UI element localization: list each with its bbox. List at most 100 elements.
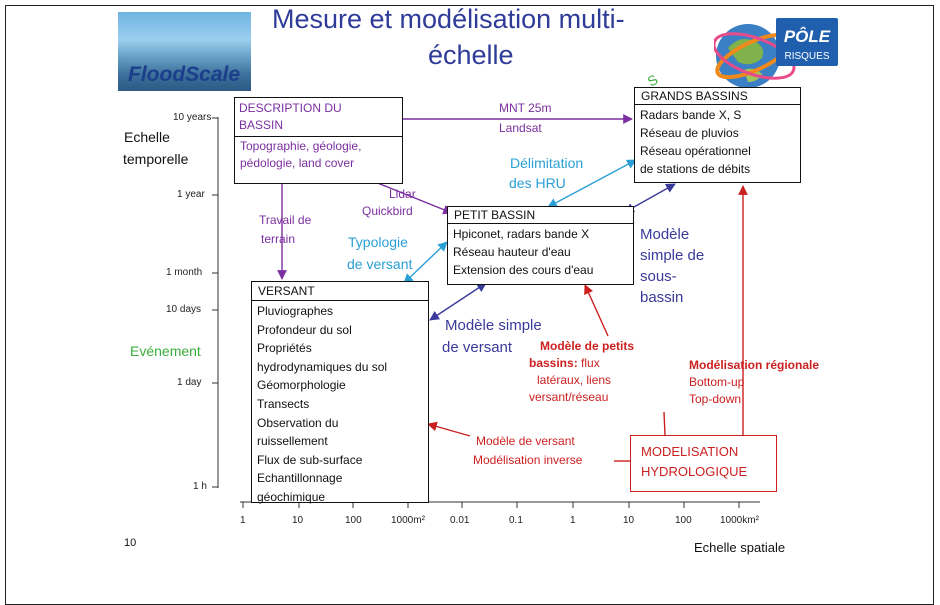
versant-body-line: Observation du: [257, 415, 339, 430]
box-description-bassin: DESCRIPTION DU BASSIN Topographie, géolo…: [234, 97, 403, 184]
label-petits-rest2: latéraux, liens: [537, 373, 612, 387]
y-tick-4: 1 day: [177, 377, 202, 388]
versant-body-line: ruissellement: [257, 434, 328, 449]
versant-body-line: Propriétés: [257, 341, 312, 356]
box-grands-bassins: GRANDS BASSINS Radars bande X, S Réseau …: [634, 87, 801, 183]
versant-body-line: Profondeur du sol: [257, 322, 352, 337]
pole-risques-logo: PÔLE RISQUES: [712, 10, 846, 100]
arrow-red-to-petit: [584, 284, 609, 337]
x-tick-8: 100: [675, 515, 692, 526]
versant-body-line: géochimique: [257, 489, 326, 504]
label-typologie-line2: de versant: [347, 256, 413, 272]
y-tick-1: 1 year: [177, 189, 205, 200]
label-msb-line: bassin: [640, 289, 684, 306]
x-tick-7: 10: [623, 515, 635, 526]
label-msb-line: Modèle: [640, 226, 690, 243]
y-tick-3: 10 days: [166, 304, 202, 315]
x-tick-9: 1000km²: [720, 515, 759, 526]
label-regional-line3: Top-down: [689, 392, 742, 406]
label-modele-versant: Modèle de versant: [476, 434, 575, 448]
modelisation-line1: MODELISATION: [641, 444, 739, 459]
x-tick-0: 1: [240, 515, 246, 526]
grands-body-line: de stations de débits: [640, 162, 751, 176]
versant-body-line: hydrodynamiques du sol: [257, 359, 388, 374]
petit-body: Hpiconet, radars bande X Réseau hauteur …: [448, 224, 633, 280]
label-modele-petits-bassins: Modèle de petits bassins: flux latéraux,…: [529, 338, 635, 406]
event-label: Evénement: [130, 343, 201, 359]
arrow-red-from-modelisation: [663, 411, 666, 436]
arrow-red-to-versant: [427, 421, 471, 437]
x-tick-6: 1: [570, 515, 576, 526]
arrow-petit-grands-blue: [547, 159, 637, 208]
label-petits-bold1: Modèle de petits: [540, 339, 635, 353]
label-landsat: Landsat: [499, 121, 542, 135]
label-msb-line: simple de: [640, 247, 705, 264]
versant-body-line: Transects: [257, 396, 310, 411]
arrow-petit-versant-blue: [403, 241, 448, 284]
x-tick-2: 100: [345, 515, 362, 526]
box-modelisation-hydrologique: MODELISATION HYDROLOGIQUE: [630, 435, 777, 492]
label-lidar: Lidar: [389, 187, 416, 201]
description-body-line: pédologie, land cover: [240, 156, 355, 170]
page-number: 10: [124, 537, 137, 549]
label-petits-bold2: bassins:: [529, 356, 578, 370]
petit-body-line: Hpiconet, radars bande X: [453, 227, 590, 241]
label-msb-line: sous-: [640, 268, 677, 285]
versant-body-line: Pluviographes: [257, 304, 334, 318]
box-versant: VERSANT Pluviographes Profondeur du sol …: [251, 281, 429, 504]
label-typologie-line1: Typologie: [348, 234, 408, 250]
description-header-line2: BASSIN: [239, 118, 284, 132]
y-axis: [212, 117, 219, 488]
box-petit-bassin: PETIT BASSIN Hpiconet, radars bande X Ré…: [447, 206, 634, 285]
pole-logo-subtext: RISQUES: [784, 51, 829, 62]
floodscale-logo: FloodScale: [118, 12, 251, 91]
label-petits-rest1: flux: [577, 356, 600, 370]
floodscale-logo-text: FloodScale: [128, 63, 241, 86]
label-modele-sous-bassin: Modèle simple de sous- bassin: [640, 224, 704, 308]
grands-body-line: Radars bande X, S: [640, 108, 742, 122]
description-header: DESCRIPTION DU BASSIN: [235, 98, 402, 137]
label-modelisation-regionale: Modélisation régionale Bottom-up Top-dow…: [689, 357, 819, 408]
label-modele-simple-versant-line2: de versant: [442, 339, 513, 356]
label-quickbird: Quickbird: [362, 204, 413, 218]
arrow-petit-versant-navy: [429, 282, 487, 321]
y-tick-5: 1 h: [193, 481, 207, 492]
x-tick-4: 0.01: [450, 515, 470, 526]
versant-body: Pluviographes Profondeur du sol Propriét…: [252, 301, 428, 508]
title-line2: échelle: [428, 40, 514, 70]
petit-body-line: Réseau hauteur d'eau: [453, 245, 571, 259]
label-petits-rest3: versant/réseau: [529, 390, 609, 404]
grands-body: Radars bande X, S Réseau de pluvios Rése…: [635, 105, 800, 179]
label-travail-line2: terrain: [261, 232, 296, 246]
label-travail-line1: Travail de: [259, 213, 312, 227]
x-tick-5: 0.1: [509, 515, 523, 526]
x-tick-1: 10: [292, 515, 304, 526]
description-body: Topographie, géologie, pédologie, land c…: [235, 137, 402, 173]
y-axis-label-line1: Echelle: [124, 129, 170, 145]
description-header-line1: DESCRIPTION DU: [239, 101, 342, 115]
label-regional-line2: Bottom-up: [689, 375, 745, 389]
y-tick-0: 10 years: [173, 112, 212, 123]
modelisation-line2: HYDROLOGIQUE: [641, 464, 748, 479]
label-modele-simple-versant-line1: Modèle simple: [445, 317, 542, 334]
description-body-line: Topographie, géologie,: [240, 139, 362, 153]
x-tick-3: 1000m²: [391, 515, 425, 526]
versant-header: VERSANT: [252, 282, 428, 301]
y-tick-2: 1 month: [166, 267, 203, 278]
label-delimitation-line1: Délimitation: [510, 155, 584, 171]
label-modelisation-inverse: Modélisation inverse: [473, 453, 583, 467]
grands-body-line: Réseau opérationnel: [640, 144, 751, 158]
pole-logo-text: PÔLE: [784, 27, 831, 46]
grands-header: GRANDS BASSINS: [635, 88, 800, 105]
title-line1: Mesure et modélisation multi-: [272, 4, 625, 34]
x-axis-label: Echelle spatiale: [694, 540, 786, 555]
petit-header: PETIT BASSIN: [448, 207, 633, 224]
versant-body-line: Géomorphologie: [257, 378, 346, 393]
grands-body-line: Réseau de pluvios: [640, 126, 739, 140]
label-mnt: MNT 25m: [499, 101, 552, 115]
versant-body-line: Echantillonnage: [257, 471, 343, 486]
label-delimitation-line2: des HRU: [509, 175, 566, 191]
arrow-description-to-petit: [374, 181, 453, 215]
petit-body-line: Extension des cours d'eau: [453, 263, 594, 277]
y-axis-label-line2: temporelle: [123, 151, 189, 167]
